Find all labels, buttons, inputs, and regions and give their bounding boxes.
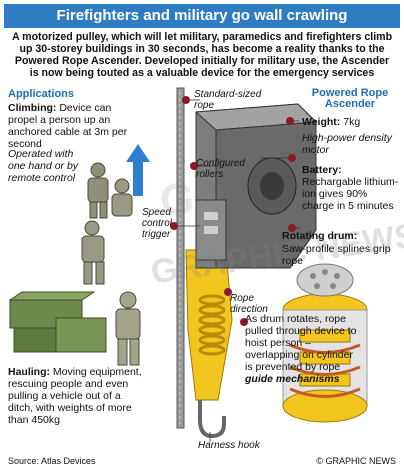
guide-mechanisms-label: guide mechanisms xyxy=(245,373,340,385)
standard-rope-label: Standard-sized rope xyxy=(194,89,262,111)
weight-text: Weight: 7kg xyxy=(302,116,400,128)
hauling-text: Hauling: Moving equipment, rescuing peop… xyxy=(8,366,148,426)
intro-text: A motorized pulley, which will let milit… xyxy=(8,31,396,79)
equipment-crates xyxy=(8,291,107,353)
climbing-description: Device can propel a person up an anchore… xyxy=(8,102,128,150)
soldier-figure xyxy=(81,220,105,285)
watermark-logo: GN xyxy=(160,175,226,224)
ascent-arrow-icon xyxy=(126,144,150,196)
rotating-drum xyxy=(282,263,368,423)
rope-direction-label: Rope direction xyxy=(230,293,268,315)
climbing-label: Climbing: xyxy=(8,102,57,114)
harness-hook-label: Harness hook xyxy=(198,440,260,451)
soldier-figure xyxy=(111,178,133,217)
callout-dot-icon xyxy=(170,96,296,326)
harness-hook-icon xyxy=(198,400,226,439)
mechanism-description: As drum rotates, rope pulled through dev… xyxy=(245,313,357,373)
soldier-figure xyxy=(115,291,141,366)
battery-label: Battery: xyxy=(302,164,342,176)
climbing-text: Climbing: Device can propel a person up … xyxy=(8,102,138,150)
drum-label: Rotating drum: xyxy=(282,230,400,242)
operated-text: Operated with one hand or by remote cont… xyxy=(8,148,79,184)
weight-value: 7kg xyxy=(343,116,361,128)
mechanism-text: As drum rotates, rope pulled through dev… xyxy=(245,313,357,385)
intro-line: up 30-storey buildings in 30 seconds, ha… xyxy=(19,43,385,55)
intro-line: is now being touted as a valuable device… xyxy=(29,67,375,79)
applications-heading: Applications xyxy=(8,88,75,100)
drum-heading: Rotating drum: xyxy=(282,230,358,242)
speed-trigger-label: Speed control trigger xyxy=(142,207,173,240)
hauling-label: Hauling: xyxy=(8,366,50,378)
copyright: © GRAPHIC NEWS xyxy=(316,456,396,466)
battery-description: Rechargable lithium-ion gives 90% charge… xyxy=(302,176,399,212)
source-credit: Source: Atlas Devices xyxy=(8,456,96,466)
configured-rollers-label: Configured rollers xyxy=(196,158,245,180)
drum-description: Saw-profile splines grip rope xyxy=(282,243,391,267)
weight-label: Weight: xyxy=(302,116,341,128)
soldier-figure xyxy=(87,162,109,219)
intro-line: Powered Rope Ascender. Developed initial… xyxy=(14,55,390,67)
yellow-frame xyxy=(185,249,233,401)
device-heading: Powered Rope Ascender xyxy=(311,87,389,110)
intro-line: A motorized pulley, which will let milit… xyxy=(11,31,393,43)
rope xyxy=(176,87,185,429)
motor-text: High-power density motor xyxy=(302,132,392,156)
hauling-description: Moving equipment, rescuing people and ev… xyxy=(8,366,142,426)
battery-text: Battery: Rechargable lithium-ion gives 9… xyxy=(302,164,400,212)
page-title: Firefighters and military go wall crawli… xyxy=(4,4,400,28)
